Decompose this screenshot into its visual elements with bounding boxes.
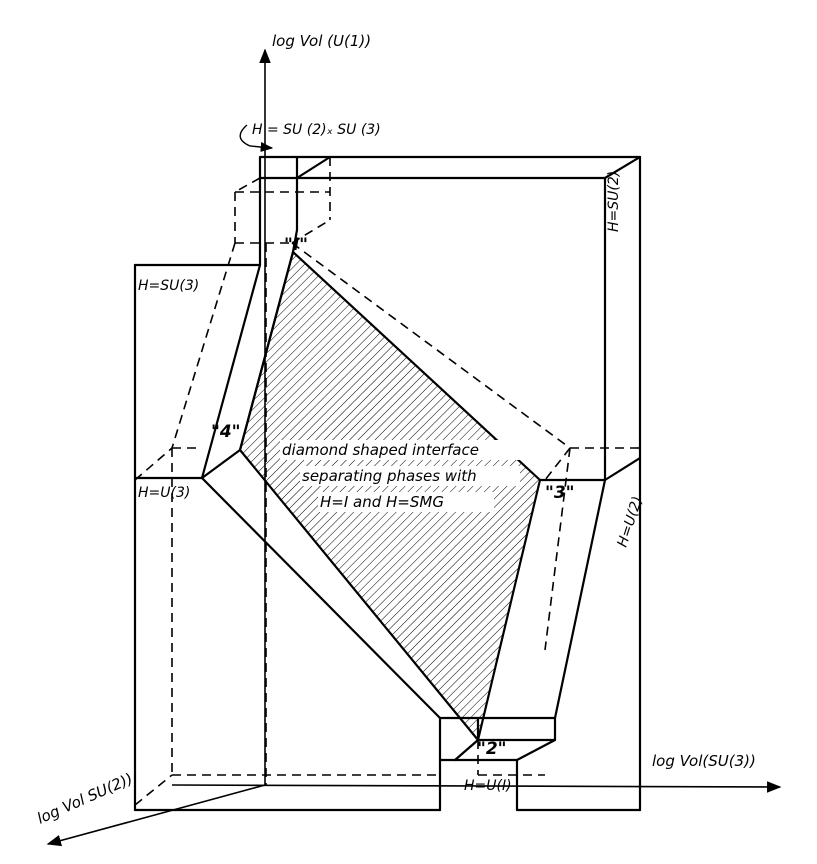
- axis-label-u1: log Vol (U(1)): [272, 32, 371, 50]
- label-u2: H=U(2): [615, 495, 646, 550]
- axis-su2: [46, 784, 266, 847]
- caption-line-2: separating phases with: [302, 467, 477, 485]
- vertex-labels: "I" "2" "3" "4": [211, 235, 575, 759]
- axis-label-su2: log Vol SU(2)): [34, 769, 135, 827]
- label-su2: H=SU(2): [606, 171, 622, 232]
- label-u1: H=U(I): [464, 778, 512, 794]
- interface-caption: diamond shaped interface separating phas…: [280, 440, 532, 512]
- axis-label-su3: log Vol(SU(3)): [652, 752, 756, 770]
- vertex-2: "2": [477, 739, 507, 759]
- label-u3: H=U(3): [138, 485, 190, 501]
- vertex-4: "4": [211, 422, 241, 442]
- hidden-edges: [134, 157, 640, 806]
- visible-edges: [133, 155, 642, 812]
- vertex-3: "3": [545, 483, 575, 503]
- caption-line-1: diamond shaped interface: [282, 441, 479, 459]
- label-su3: H=SU(3): [138, 278, 199, 294]
- caption-line-3: H=I and H=SMG: [320, 493, 444, 511]
- label-su2xsu3: H = SU (2)ₓ SU (3): [252, 122, 381, 138]
- vertex-1: "I": [284, 235, 308, 255]
- axis-su3: [171, 781, 782, 793]
- pointer-arrow: [239, 124, 274, 152]
